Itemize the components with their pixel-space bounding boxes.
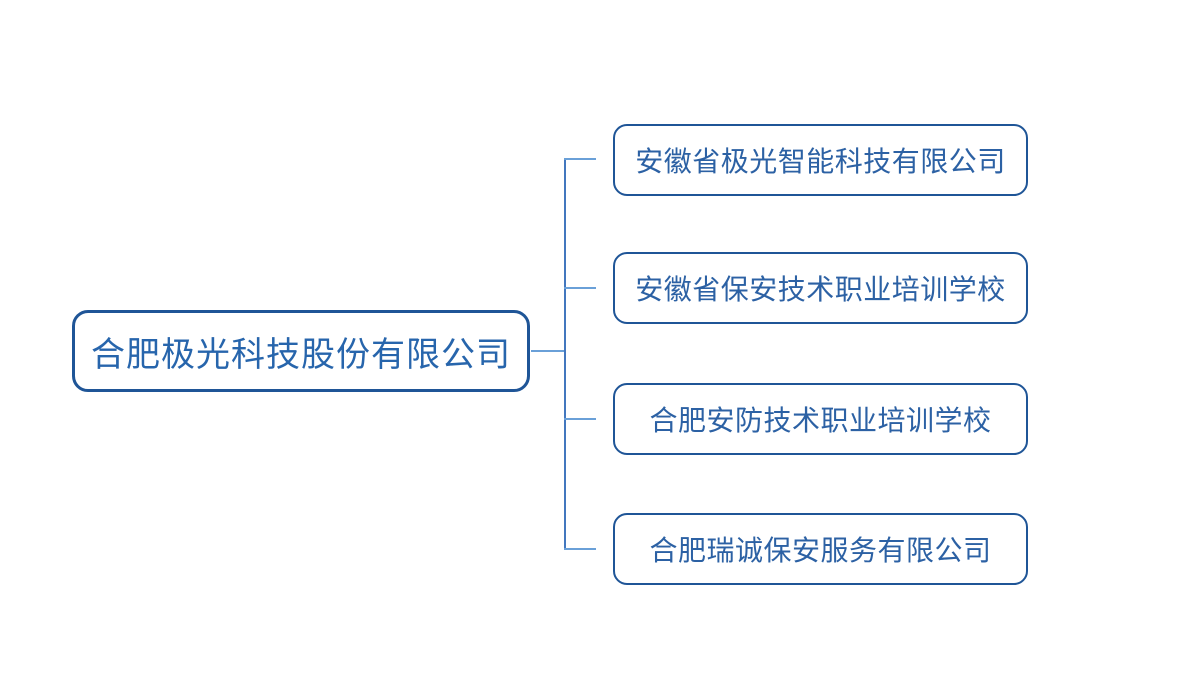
connector-branch-2 (564, 287, 596, 289)
root-node-label: 合肥极光科技股份有限公司 (91, 335, 511, 374)
child-node-3-label: 合肥安防技术职业培训学校 (649, 405, 992, 436)
child-node-1-label: 安徽省极光智能科技有限公司 (635, 146, 1006, 177)
child-node-2: 安徽省保安技术职业培训学校 (613, 252, 1028, 324)
child-node-4: 合肥瑞诚保安服务有限公司 (613, 513, 1028, 585)
connector-root-to-trunk (531, 350, 565, 352)
child-node-4-label: 合肥瑞诚保安服务有限公司 (649, 535, 992, 566)
connector-branch-4 (564, 548, 596, 550)
child-node-3: 合肥安防技术职业培训学校 (613, 383, 1028, 455)
child-node-1: 安徽省极光智能科技有限公司 (613, 124, 1028, 196)
root-node: 合肥极光科技股份有限公司 (72, 310, 530, 392)
child-node-2-label: 安徽省保安技术职业培训学校 (635, 274, 1006, 305)
connector-branch-1 (564, 158, 596, 160)
connector-trunk (564, 159, 566, 549)
connector-branch-3 (564, 418, 596, 420)
